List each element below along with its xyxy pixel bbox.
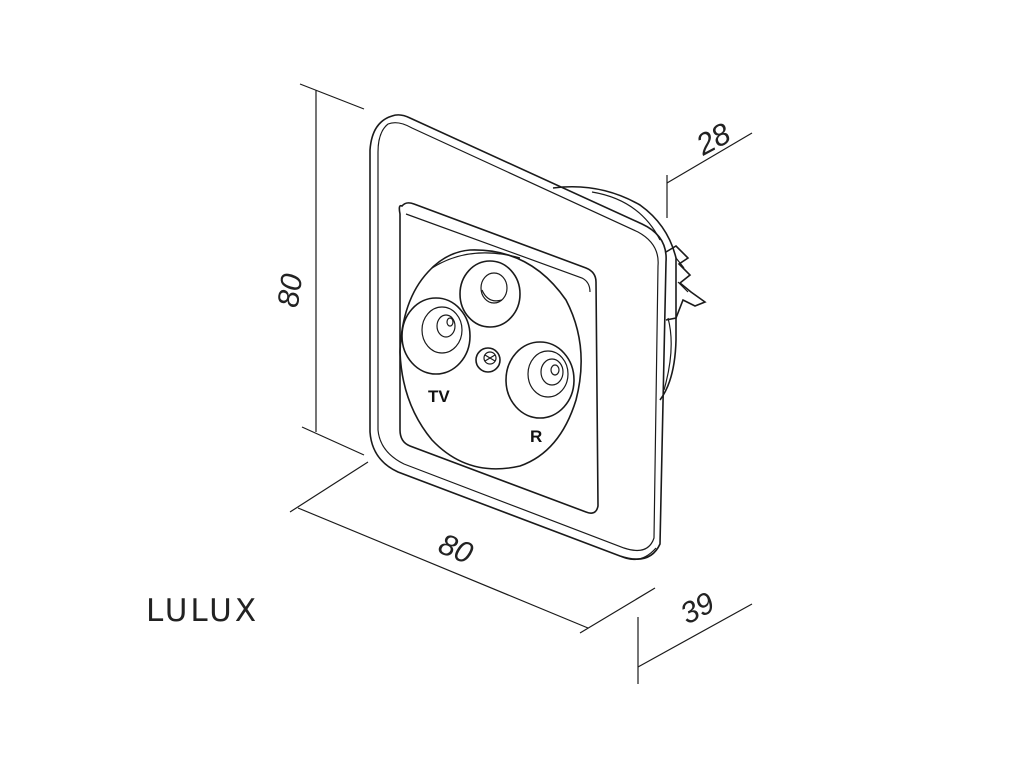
top-connector bbox=[459, 260, 521, 328]
top-connector-inner bbox=[481, 289, 503, 302]
width-dimension: 80 bbox=[289, 461, 656, 634]
brand-name: LULUX bbox=[146, 593, 260, 629]
frame-inner-bevel bbox=[377, 122, 659, 551]
tv-label: TV bbox=[428, 387, 450, 406]
rear-box-lower-edge bbox=[663, 317, 672, 391]
screw-slot bbox=[484, 354, 496, 362]
tv-connector: TV bbox=[401, 297, 471, 406]
insert-outline bbox=[399, 249, 582, 470]
screw-head bbox=[475, 347, 501, 373]
width-extension-left bbox=[289, 461, 369, 513]
screw-slot-ring bbox=[483, 351, 497, 365]
depth-top-label: 28 bbox=[690, 117, 736, 162]
mounting-claws bbox=[665, 244, 707, 321]
depth-bottom-leader bbox=[637, 603, 753, 668]
height-dimension: 80 bbox=[272, 83, 365, 456]
depth-bottom-label: 39 bbox=[675, 586, 720, 631]
depth-bottom-dimension: 39 bbox=[637, 586, 753, 684]
plate-top-bevel bbox=[405, 213, 591, 293]
width-dimension-label: 80 bbox=[434, 528, 478, 571]
socket-insert bbox=[399, 249, 582, 470]
tv-connector-core bbox=[436, 314, 456, 338]
claw-detail bbox=[675, 257, 689, 293]
top-connector-hole bbox=[480, 272, 508, 304]
plate-outline bbox=[398, 202, 599, 514]
height-extension-top bbox=[299, 83, 365, 110]
tv-connector-outer bbox=[401, 297, 471, 375]
depth-top-leader bbox=[666, 132, 753, 184]
radio-connector: R bbox=[505, 341, 575, 446]
radio-connector-outer bbox=[505, 341, 575, 419]
top-connector-ring bbox=[459, 260, 521, 328]
width-dimension-line bbox=[297, 507, 589, 629]
width-extension-right bbox=[579, 587, 656, 634]
outer-frame bbox=[369, 114, 667, 561]
height-dimension-label: 80 bbox=[272, 272, 309, 310]
claw-outline bbox=[665, 244, 707, 321]
radio-connector-pin bbox=[550, 364, 560, 376]
center-screw bbox=[475, 347, 501, 373]
tv-connector-pin bbox=[446, 317, 454, 327]
frame-corner-edge bbox=[619, 547, 657, 561]
insert-rim bbox=[431, 252, 521, 269]
radio-label: R bbox=[530, 427, 542, 446]
inner-plate bbox=[398, 202, 599, 514]
frame-outline bbox=[369, 114, 667, 560]
height-extension-bottom bbox=[301, 426, 365, 456]
radio-connector-ring bbox=[527, 350, 569, 398]
radio-connector-core bbox=[540, 358, 564, 386]
tv-connector-ring bbox=[421, 306, 463, 354]
rear-box-outline bbox=[552, 185, 677, 401]
depth-top-dimension: 28 bbox=[666, 117, 753, 218]
